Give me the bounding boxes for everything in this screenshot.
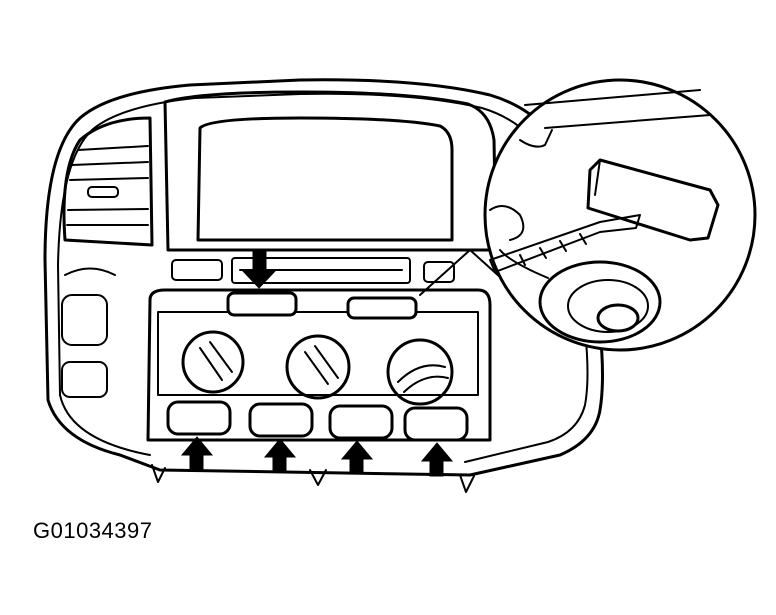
- side-trim: [64, 267, 116, 276]
- mount-foot: [151, 464, 166, 483]
- arrow-icon: [340, 440, 374, 475]
- mode-button-1: [166, 400, 232, 436]
- arrow-icon: [263, 438, 297, 473]
- cd-slot: [231, 257, 411, 284]
- figure-id-label: G01034397: [33, 518, 153, 543]
- arrow-icon: [180, 436, 214, 471]
- arrow-icon: [420, 442, 454, 477]
- knob-icon: [181, 330, 245, 394]
- dashboard-bezel: [43, 78, 604, 477]
- climate-panel: [146, 288, 492, 442]
- mode-button-3: [328, 404, 394, 440]
- center-panel: [163, 90, 498, 252]
- mount-foot: [309, 469, 327, 486]
- detail-inset: [483, 78, 757, 352]
- climate-panel-inner: [157, 311, 479, 396]
- mode-button-4: [403, 406, 469, 442]
- release-tab-right: [346, 296, 418, 320]
- display-screen: [196, 116, 454, 242]
- arrow-icon: [240, 249, 278, 289]
- side-switch-top: [61, 294, 108, 346]
- button-right-top: [423, 261, 455, 283]
- knob-icon: [386, 338, 454, 406]
- air-vent: [62, 116, 154, 247]
- knob-icon: [285, 334, 351, 400]
- release-tab-left: [226, 291, 298, 317]
- mode-button-2: [248, 402, 314, 438]
- mount-foot: [459, 474, 475, 493]
- button-left-top: [171, 259, 223, 281]
- side-switch-bottom: [61, 361, 108, 398]
